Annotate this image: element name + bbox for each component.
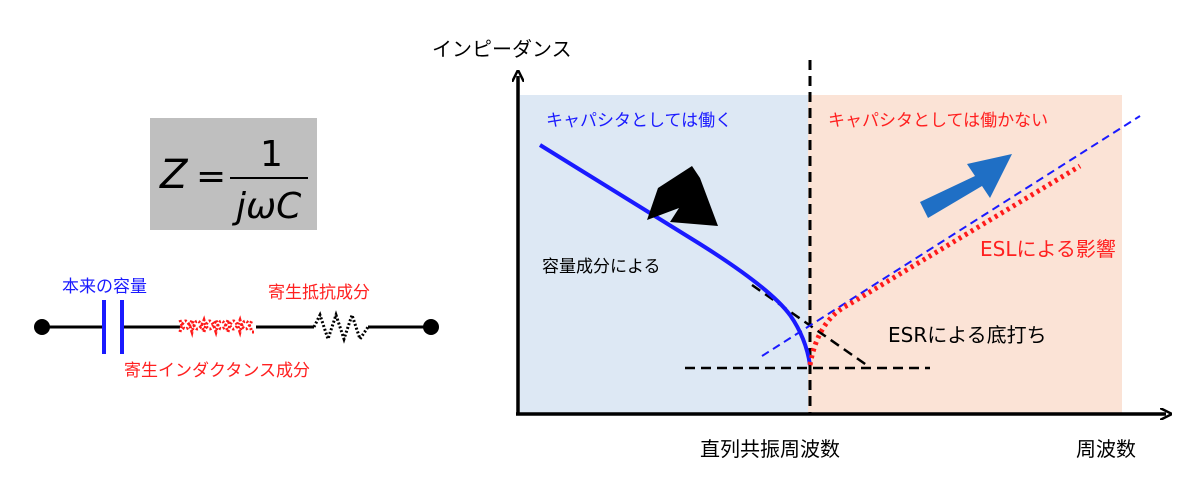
annotation-esr: ESRによる底打ち xyxy=(888,323,1047,347)
label-esr: 寄生抵抗成分 xyxy=(268,283,370,303)
region-capacitive xyxy=(520,95,808,413)
resistor-zigzag xyxy=(312,310,370,344)
inductor-coil xyxy=(178,315,254,331)
inductive-impedance-curve xyxy=(807,163,1082,366)
capacitive-impedance-curve xyxy=(538,143,812,366)
downward-trend-arrow xyxy=(647,166,718,226)
formula-equals: = xyxy=(196,156,226,197)
label-capacitance: 本来の容量 xyxy=(62,277,147,297)
annotation-capacitance: 容量成分による xyxy=(542,257,661,277)
region-capacitive-label: キャパシタとしては働く xyxy=(546,111,732,131)
resonance-label: 直列共振周波数 xyxy=(700,437,840,461)
impedance-formula-box: Z = 1 jωC xyxy=(150,118,317,230)
label-esl: 寄生インダクタンス成分 xyxy=(124,361,310,381)
formula-numerator: 1 xyxy=(260,134,283,175)
formula-lhs: Z xyxy=(159,152,189,198)
equivalent-circuit: 本来の容量 寄生抵抗成分 寄生インダクタンス成分 xyxy=(34,277,439,381)
impedance-formula: Z = 1 jωC xyxy=(159,134,308,227)
inductor-coil xyxy=(178,319,256,338)
y-axis-label: インピーダンス xyxy=(432,37,572,61)
inductive-asymptote xyxy=(761,115,1141,357)
annotation-esl: ESLによる影響 xyxy=(980,237,1116,261)
x-axis-label: 周波数 xyxy=(1076,437,1136,461)
formula-denominator: jωC xyxy=(231,186,302,227)
region-inductive-label: キャパシタとしては働かない xyxy=(828,111,1048,131)
upward-trend-arrow xyxy=(920,154,1012,218)
